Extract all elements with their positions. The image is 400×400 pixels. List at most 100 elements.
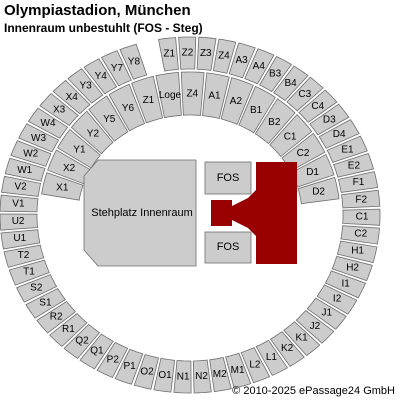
outer-label-h1: H1 [351,246,364,257]
outer-block-x4[interactable] [52,79,91,115]
inner-block-a1[interactable] [202,72,230,119]
outer-block-e2[interactable] [333,153,374,178]
outer-block-i2[interactable] [316,284,358,315]
outer-block-j2[interactable] [295,309,335,344]
outer-block-n2[interactable] [192,359,212,394]
venue-title: Olympiastadion, München [4,2,191,19]
outer-label-b3: B3 [269,69,282,80]
outer-block-s2[interactable] [16,274,58,303]
outer-block-z2[interactable] [178,36,197,70]
outer-block-u1[interactable] [0,229,41,250]
outer-block-e1[interactable] [326,135,368,163]
outer-block-s1[interactable] [25,287,66,319]
outer-label-r2: R2 [50,311,63,322]
outer-block-h1[interactable] [336,240,378,264]
outer-block-t2[interactable] [3,244,45,268]
outer-label-a3: A3 [235,55,248,66]
outer-block-m1[interactable] [225,352,252,389]
outer-block-q2[interactable] [63,323,101,360]
outer-block-p2[interactable] [96,341,129,379]
outer-block-p1[interactable] [114,348,144,385]
fos-bottom-block[interactable] [204,231,252,264]
outer-label-f2: F2 [355,194,367,205]
outer-block-z3[interactable] [196,36,217,71]
fos-top-block[interactable] [204,161,252,195]
outer-block-h2[interactable] [331,255,373,282]
inner-block-b1[interactable] [238,85,276,134]
outer-block-m2[interactable] [209,357,232,392]
outer-label-m2: M2 [213,369,227,380]
outer-block-y8[interactable] [119,43,148,80]
outer-block-b3[interactable] [259,55,293,93]
inner-label-y5: Y5 [103,114,116,125]
outer-label-j1: J1 [322,308,333,319]
outer-block-y7[interactable] [100,50,132,87]
inner-block-y5[interactable] [88,95,129,142]
outer-block-a4[interactable] [244,48,275,85]
outer-block-a3[interactable] [228,42,256,79]
fos-top-label: FOS [217,172,240,184]
inner-label-z1: Z1 [143,95,155,106]
outer-block-c3[interactable] [286,76,324,112]
outer-block-z4[interactable] [212,38,237,74]
outer-block-w3[interactable] [18,123,60,153]
inner-block-d2[interactable] [297,176,340,205]
inner-block-loge[interactable] [155,71,182,119]
outer-block-x3[interactable] [39,92,79,127]
inner-block-c1[interactable] [269,114,313,158]
outer-block-r2[interactable] [36,300,76,334]
outer-label-e1: E1 [341,144,354,155]
outer-block-v1[interactable] [0,194,39,213]
inner-block-y6[interactable] [108,83,146,132]
outer-block-w4[interactable] [27,107,69,139]
outer-block-l2[interactable] [240,347,271,384]
inner-block-z1[interactable] [131,75,164,124]
outer-label-w3: W3 [31,133,46,144]
outer-block-y3[interactable] [67,68,104,104]
outer-block-q1[interactable] [79,333,114,370]
outer-block-y4[interactable] [83,58,118,95]
copyright-notice: © 2010-2025 ePassage24 GmbH [232,385,395,397]
inner-block-y2[interactable] [70,110,114,155]
outer-block-f1[interactable] [337,171,379,193]
inner-block-x1[interactable] [41,172,84,201]
outer-label-r1: R1 [62,324,75,335]
outer-block-w1[interactable] [4,157,46,182]
inner-block-a2[interactable] [220,77,254,125]
outer-block-r1[interactable] [49,312,88,348]
outer-block-n1[interactable] [173,360,192,394]
inner-label-c2: C2 [297,148,310,159]
outer-block-d3[interactable] [309,103,350,136]
inner-block-b2[interactable] [254,98,296,145]
inner-label-z4: Z4 [186,89,198,100]
outer-block-c1[interactable] [342,208,381,226]
outer-block-i1[interactable] [324,270,367,299]
outer-block-w2[interactable] [10,140,52,167]
outer-block-k1[interactable] [283,321,321,357]
stage-steg [211,162,297,264]
outer-block-t1[interactable] [8,259,50,286]
outer-label-c2: C2 [354,229,367,240]
outer-block-o1[interactable] [153,357,176,393]
outer-block-j1[interactable] [306,297,347,330]
outer-block-k2[interactable] [269,331,305,367]
outer-label-c1: C1 [356,212,369,223]
outer-block-l1[interactable] [255,339,289,376]
outer-block-c4[interactable] [298,89,338,123]
outer-block-u2[interactable] [0,213,39,231]
outer-label-b4: B4 [284,78,297,89]
outer-block-d4[interactable] [318,119,360,149]
outer-block-c2[interactable] [340,225,380,245]
outer-label-l1: L1 [266,352,278,363]
outer-block-f2[interactable] [341,189,381,209]
outer-block-v2[interactable] [1,175,42,197]
outer-label-c3: C3 [298,89,311,100]
outer-block-z1[interactable] [158,37,179,72]
outer-block-b4[interactable] [273,65,309,102]
outer-label-o2: O2 [140,366,154,377]
inner-block-z4[interactable] [180,71,205,116]
outer-label-m1: M1 [231,365,245,376]
outer-block-o2[interactable] [133,354,159,390]
outer-label-w2: W2 [23,149,38,160]
standing-area-block[interactable] [83,159,197,267]
